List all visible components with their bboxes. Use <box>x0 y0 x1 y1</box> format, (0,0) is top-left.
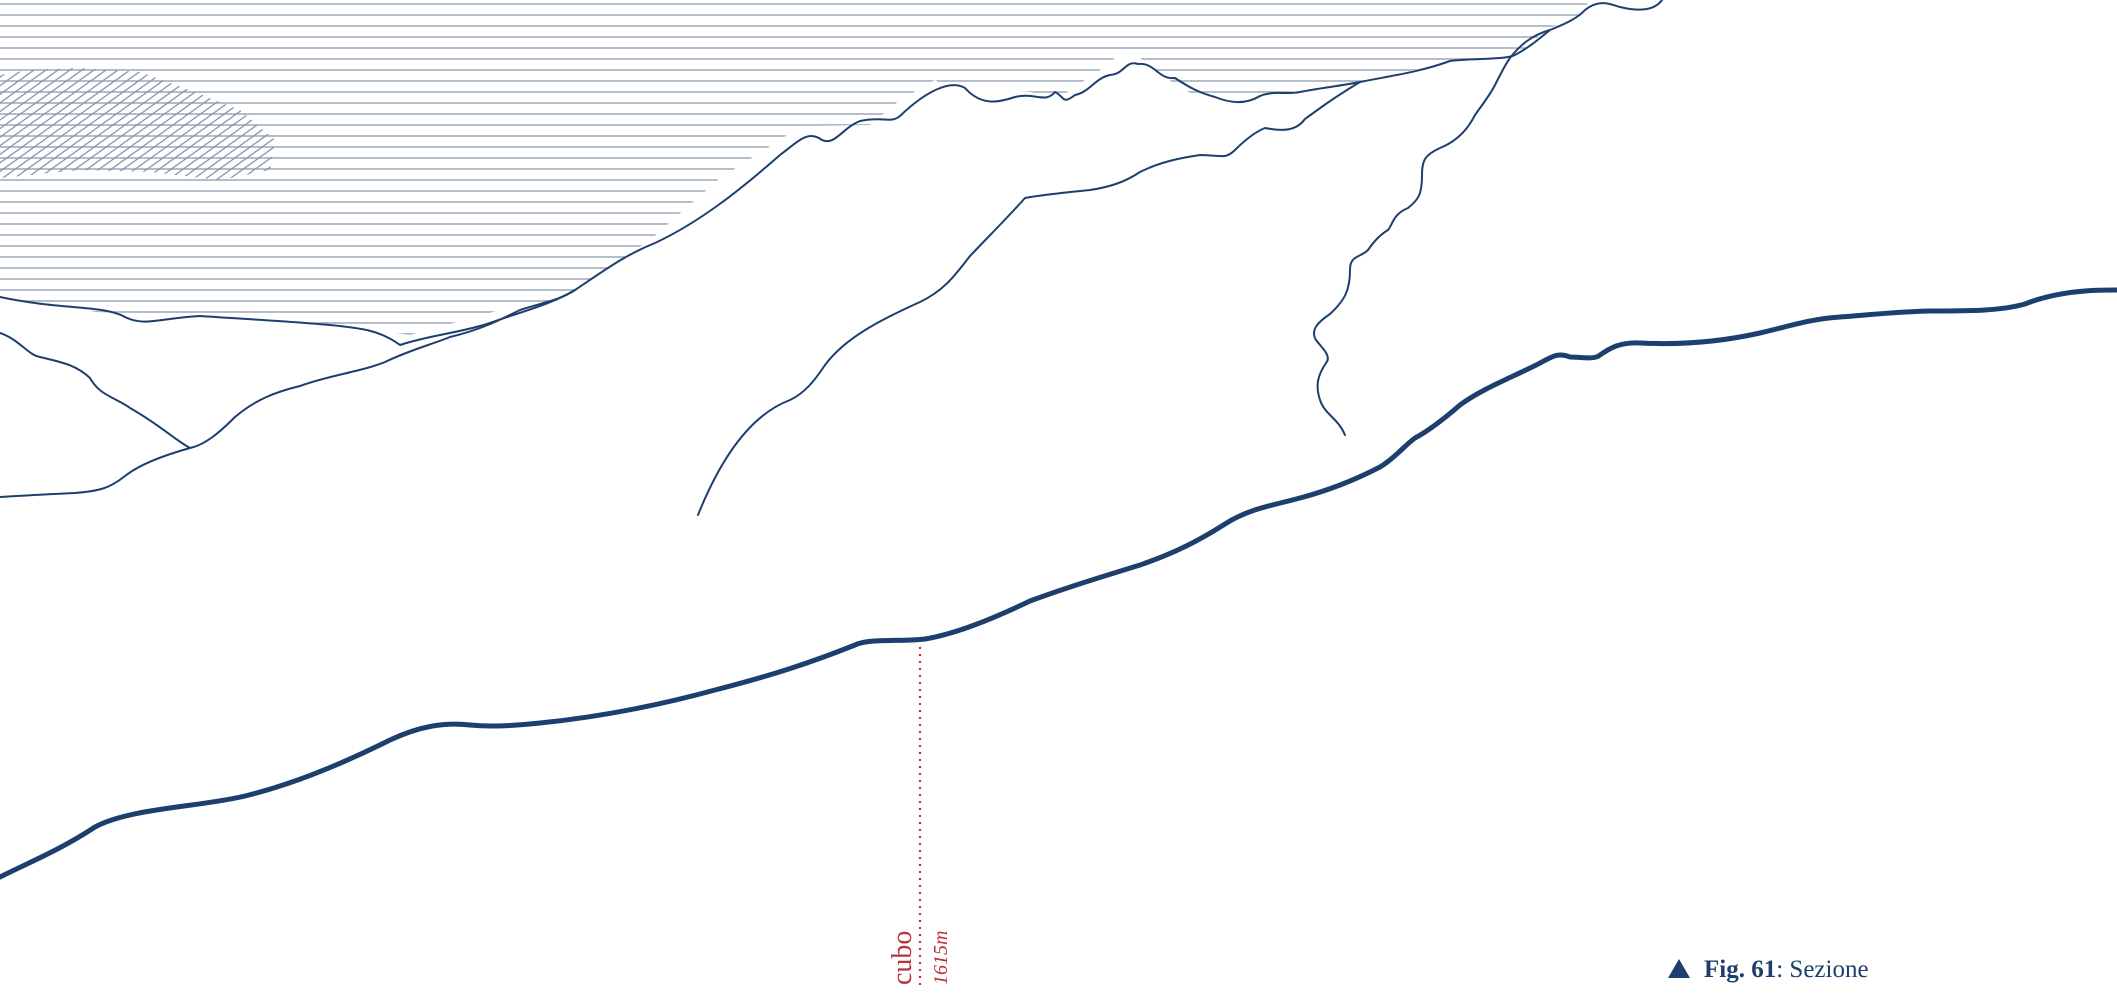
cloud-hatch-line <box>0 68 161 180</box>
cloud-hatch-line <box>0 68 101 180</box>
cloud-hatch-line <box>0 68 65 180</box>
cloud-hatch-line <box>0 68 137 180</box>
gully-stream <box>1312 29 1551 436</box>
cloud-hatch-line <box>71 68 275 180</box>
sky-hatching <box>0 3 1590 335</box>
cloud-hatch-line <box>47 68 275 180</box>
marker-elevation: 1615m <box>930 931 952 985</box>
cloud-hatch-line <box>0 68 77 180</box>
cloud-hatch-line <box>131 68 275 180</box>
cloud-hatch-line <box>0 68 173 180</box>
elevation-marker: cubo 1615m <box>887 647 952 988</box>
figure-caption: Fig. 61: Sezione <box>1668 955 1869 985</box>
left-hill <box>0 332 191 449</box>
valley-ridge <box>697 81 1361 516</box>
cloud-hatch-line <box>0 68 113 180</box>
cloud-hatch-line <box>119 68 275 180</box>
marker-label: cubo <box>887 931 918 985</box>
middle-ridge <box>0 289 576 498</box>
ground-section-line <box>0 287 2117 880</box>
cloud-hatch-line <box>0 68 89 180</box>
cloud-hatch-line <box>83 68 275 180</box>
cloud-hatch-line <box>95 68 275 180</box>
triangle-up-icon <box>1668 959 1690 978</box>
caption-separator: : <box>1776 956 1790 983</box>
caption-title: Sezione <box>1789 956 1869 983</box>
cloud-hatch-line <box>107 68 275 180</box>
cloud-hatch-line <box>0 68 185 180</box>
far-ridge <box>0 0 1663 346</box>
cloud-hatch-line <box>59 68 275 180</box>
cloud-hatch-line <box>0 68 149 180</box>
figure-number: Fig. 61 <box>1704 956 1777 983</box>
cloud-hatch-line <box>0 68 125 180</box>
